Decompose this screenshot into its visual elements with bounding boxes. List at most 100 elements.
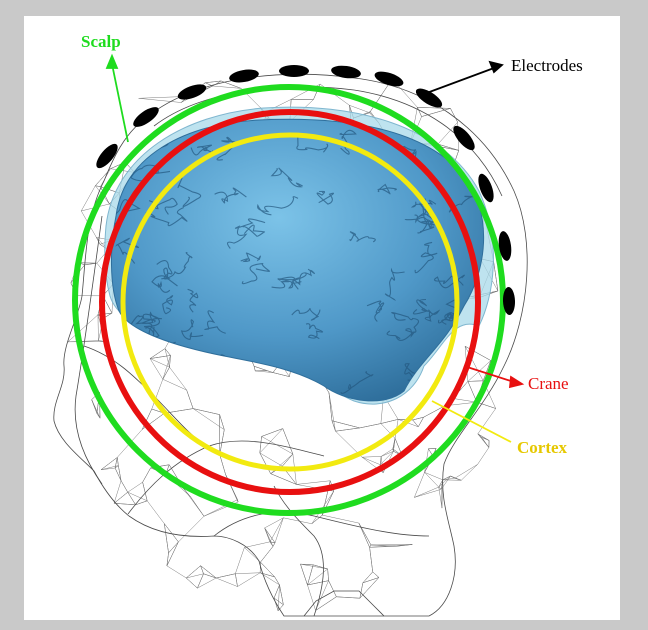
crane-label: Crane [528, 375, 569, 392]
electrode [130, 103, 161, 130]
mesh-edge [468, 381, 483, 382]
mesh-edge [213, 86, 242, 88]
mesh-edge [244, 542, 270, 548]
mesh-edge [136, 501, 148, 505]
electrode [330, 64, 361, 80]
mesh-edge [494, 262, 498, 291]
mesh-edge [439, 476, 451, 487]
mesh-edge [197, 574, 203, 588]
scalp-label: Scalp [81, 33, 121, 50]
mesh-edge [205, 83, 213, 86]
mesh-edge [370, 545, 371, 547]
mesh-edge [478, 448, 489, 465]
mesh-edge [237, 500, 238, 502]
mesh-edge [244, 548, 260, 563]
mesh-edge [274, 598, 278, 611]
mesh-edge [418, 417, 423, 427]
mesh-edge [197, 578, 216, 588]
mesh-edge [216, 578, 237, 587]
mesh-edge [235, 573, 260, 574]
mesh-edge [280, 585, 284, 605]
mesh-edge [260, 429, 283, 453]
mesh-edge [260, 573, 279, 585]
mesh-edge [216, 574, 235, 578]
mesh-edge [254, 366, 255, 371]
mesh-edge [163, 379, 187, 390]
mesh-edge [150, 349, 165, 359]
mesh-edge [265, 528, 270, 542]
mesh-edge [381, 419, 398, 423]
mesh-edge [178, 516, 204, 542]
mesh-edge [186, 578, 197, 588]
mesh-edge [220, 415, 225, 430]
mesh-edge [360, 583, 363, 598]
mesh-edge [235, 574, 237, 587]
mesh-edge [204, 574, 217, 578]
mesh-edge [362, 456, 381, 457]
mesh-edge [128, 482, 143, 492]
mesh-edge [170, 367, 187, 390]
mesh-edge [478, 434, 489, 441]
brain-gyrus [151, 351, 168, 373]
mesh-edge [307, 565, 313, 585]
mesh-edge [336, 597, 359, 598]
mesh-edge [381, 449, 393, 457]
mesh-edge [235, 548, 244, 574]
mesh-edge [117, 457, 118, 465]
mesh-edge [453, 398, 477, 402]
mesh-edge [262, 429, 283, 437]
scalp-arrow [107, 56, 128, 142]
mesh-edge [139, 98, 181, 102]
electrode [279, 65, 309, 77]
mesh-edge [370, 547, 373, 572]
mesh-edge [451, 476, 455, 478]
cortex-label: Cortex [517, 439, 567, 456]
mesh-edge [114, 492, 128, 503]
head-model-diagram [24, 16, 620, 620]
mesh-edge [332, 421, 336, 431]
mesh-edge [187, 390, 193, 409]
mesh-edge [461, 464, 477, 480]
mesh-edge [92, 400, 97, 414]
mesh-edge [417, 107, 450, 108]
mesh-edge [283, 429, 293, 454]
mesh-edge [143, 468, 151, 482]
mesh-edge [254, 366, 267, 370]
brain-gyrus [232, 365, 268, 397]
mesh-edge [359, 523, 371, 545]
mesh-edge [150, 359, 163, 380]
mesh-edge [147, 501, 164, 524]
mesh-edge [282, 454, 293, 466]
mesh-edge [414, 489, 441, 497]
brain-gyrus [197, 376, 220, 388]
mesh-edge [260, 546, 273, 562]
mesh-edge [278, 585, 279, 611]
mesh-edge [115, 468, 121, 481]
mesh-edge [380, 456, 381, 464]
electrode [93, 141, 121, 172]
electrodes-arrow [424, 62, 502, 94]
mesh-edge [373, 572, 379, 578]
mesh-edge [417, 107, 421, 116]
mesh-edge [362, 457, 380, 465]
mesh-edge [262, 436, 293, 454]
mesh-edge [349, 105, 369, 112]
mesh-edge [307, 581, 328, 585]
brain-gyrus [130, 345, 165, 359]
mesh-edge [329, 393, 336, 432]
mesh-edge [114, 481, 121, 504]
mesh-edge [118, 466, 121, 481]
mesh-edge [300, 564, 307, 585]
mesh-edge [359, 523, 370, 547]
mesh-edge [425, 472, 443, 480]
mesh-edge [307, 569, 327, 585]
mesh-edge [335, 428, 359, 431]
mesh-edge [193, 409, 220, 415]
mesh-edge [273, 543, 275, 547]
mesh-edge [413, 417, 424, 420]
mesh-edge [422, 108, 451, 116]
brain-gyrus [145, 359, 171, 371]
diagram-panel: Scalp Electrodes Crane Cortex [24, 16, 620, 620]
electrode [373, 69, 405, 90]
mesh-edge [260, 436, 262, 453]
